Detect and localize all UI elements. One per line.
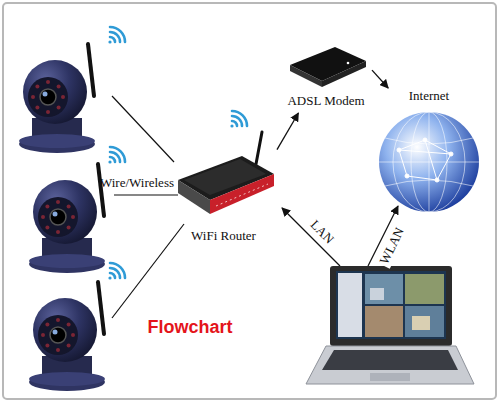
caption-text: Flowchart [147,316,232,338]
camera-link [112,224,184,318]
connection-label: WLAN [375,223,408,269]
wifi-symbol [230,111,247,128]
camera-link [112,96,174,162]
laptop [306,266,474,384]
wifi-symbol [108,263,125,280]
node-icon [377,110,481,214]
connector-arrow [372,70,388,88]
connection-label: Wire/Wireless [100,175,174,191]
modem-node: ADSL Modem [280,35,372,113]
router-node: WiFi Router [170,128,277,248]
ip-camera [29,282,105,391]
picture-frame [3,3,496,399]
node-label: Internet [409,88,449,104]
lan-link [282,208,340,266]
camera-link [114,194,178,195]
node-icon [280,35,372,93]
connector-arrow [277,113,298,150]
node-label: WiFi Router [191,228,256,244]
wifi-symbol [108,147,125,164]
node-icon [170,128,277,228]
wifi-symbol [108,27,125,44]
ip-camera [29,164,105,273]
internet-node: Internet [378,88,480,218]
connection-label: LAN [306,215,339,248]
node-label: ADSL Modem [287,93,364,109]
ip-camera [19,44,95,153]
